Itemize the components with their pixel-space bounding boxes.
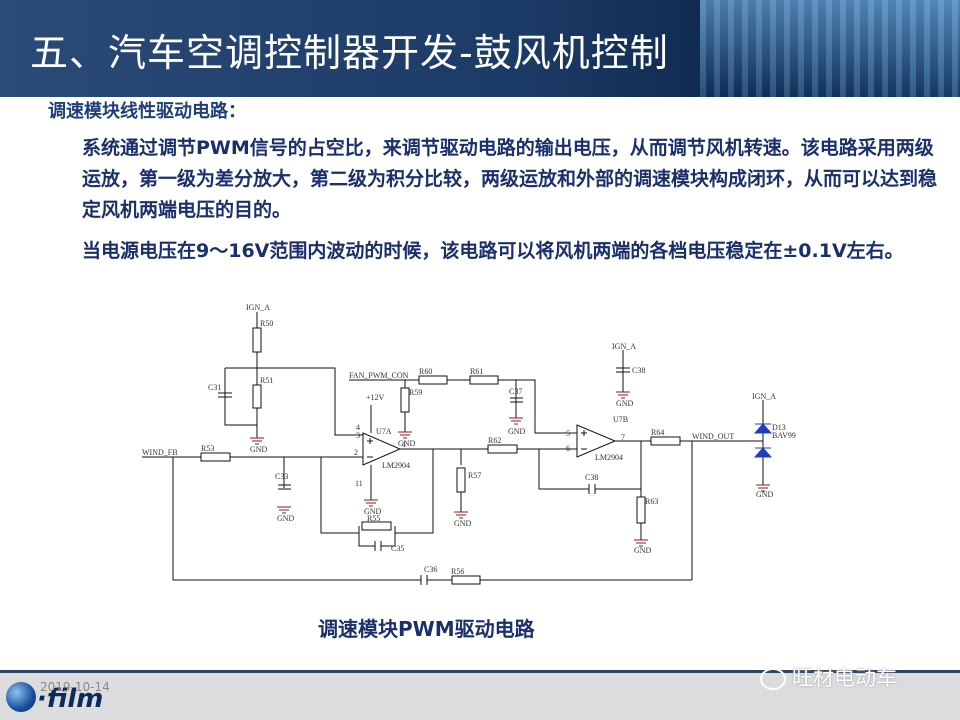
schematic-label: R51 <box>260 376 273 385</box>
section-subtitle: 调速模块线性驱动电路： <box>48 101 246 122</box>
schematic-label: GND <box>398 439 416 448</box>
watermark-text: 旺材电动车 <box>792 666 897 690</box>
schematic-label: C38 <box>632 366 645 375</box>
header-decoration <box>700 0 960 97</box>
film-logo: ·film <box>4 678 103 718</box>
schematic-label: C37 <box>509 387 522 396</box>
watermark: 旺材电动车 <box>760 662 897 692</box>
schematic-label: 7 <box>621 433 625 442</box>
schematic-label: WIND_FB <box>142 448 178 457</box>
schematic-label: LM2904 <box>382 461 410 470</box>
schematic-caption: 调速模块PWM驱动电路 <box>318 617 535 641</box>
schematic-label: R62 <box>488 436 501 445</box>
slide-header: 五、汽车空调控制器开发-鼓风机控制 <box>0 0 960 97</box>
schematic-label: 3 <box>356 431 360 440</box>
schematic-label: R61 <box>470 367 483 376</box>
schematic-label: GND <box>634 546 652 555</box>
schematic-label: 4 <box>356 423 360 432</box>
schematic-label: R56 <box>451 567 464 576</box>
diode-bav99 <box>753 423 773 458</box>
wechat-icon <box>760 668 786 690</box>
schematic-label: R59 <box>409 388 422 397</box>
schematic-label: 5 <box>566 429 570 438</box>
schematic-label: 1 <box>402 440 406 449</box>
schematic-label: C33 <box>275 472 288 481</box>
schematic-label: BAV99 <box>772 431 796 440</box>
schematic-label: R64 <box>651 428 664 437</box>
schematic-label: 2 <box>354 448 358 457</box>
schematic-label: 11 <box>355 479 363 488</box>
schematic-label: GND <box>454 519 472 528</box>
schematic-label: WIND_OUT <box>692 432 734 441</box>
schematic-label: GND <box>364 507 382 516</box>
schematic-label: U7B <box>613 415 628 424</box>
schematic-label: GND <box>277 514 295 523</box>
logo-text: ·film <box>37 684 104 714</box>
schematic-label: GND <box>250 445 268 454</box>
schematic-label: U7A <box>376 427 392 436</box>
paragraph-description: 系统通过调节PWM信号的占空比，来调节驱动电路的输出电压，从而调节风机转速。该电… <box>82 137 938 221</box>
schematic-label: GND <box>616 399 634 408</box>
globe-icon <box>6 682 36 712</box>
schematic-label: GND <box>756 490 774 499</box>
schematic-label: R53 <box>201 444 214 453</box>
schematic-label: 6 <box>566 444 570 453</box>
schematic-label: +12V <box>366 393 385 402</box>
schematic-label: GND <box>508 427 526 436</box>
schematic-label: C36 <box>424 565 437 574</box>
schematic-label: R63 <box>645 497 658 506</box>
slide-title: 五、汽车空调控制器开发-鼓风机控制 <box>30 31 669 75</box>
schematic-label: C38 <box>585 473 598 482</box>
schematic-label: C35 <box>391 544 404 553</box>
schematic-label: R60 <box>419 367 432 376</box>
wires <box>142 312 764 581</box>
schematic-label: IGN_A <box>752 392 776 401</box>
schematic-label: IGN_A <box>246 303 270 312</box>
schematic-label: D13 <box>772 423 786 432</box>
schematic-label: FAN_PWM_CON <box>349 371 409 380</box>
schematic-label: R50 <box>260 319 273 328</box>
paragraph-voltage: 当电源电压在9～16V范围内波动的时候，该电路可以将风机两端的各档电压稳定在±0… <box>82 240 904 262</box>
slide-footer <box>0 670 960 720</box>
schematic-label: LM2904 <box>595 453 623 462</box>
slide-date: 2019-10-14 <box>40 680 110 694</box>
schematic-label: IGN_A <box>612 342 636 351</box>
ground-symbols <box>250 391 770 547</box>
schematic-label: C31 <box>208 383 221 392</box>
schematic-label: R55 <box>367 514 380 523</box>
schematic-label: R57 <box>468 471 481 480</box>
